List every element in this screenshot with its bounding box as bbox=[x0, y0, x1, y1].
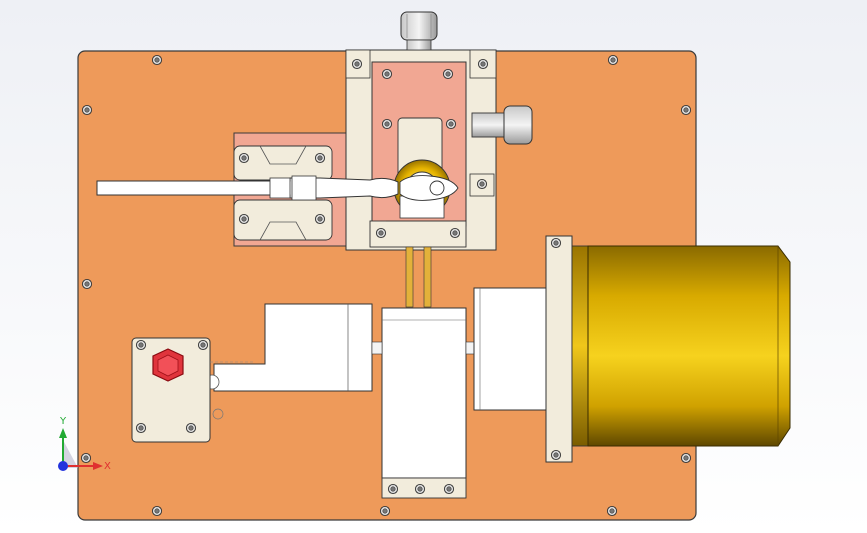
screw-icon bbox=[81, 104, 93, 116]
coupler[interactable] bbox=[473, 287, 549, 411]
clamp-plates[interactable] bbox=[233, 145, 333, 241]
hex-button-icon[interactable] bbox=[152, 348, 184, 382]
screw-icon bbox=[151, 505, 163, 517]
brass-rods bbox=[405, 246, 432, 308]
screw-icon bbox=[379, 505, 391, 517]
axis-x-label: X bbox=[104, 461, 111, 472]
slide-bracket[interactable] bbox=[345, 49, 497, 251]
screw-icon bbox=[680, 452, 692, 464]
knob-icon[interactable] bbox=[400, 11, 438, 51]
screw-icon bbox=[680, 104, 692, 116]
screw-icon bbox=[81, 278, 93, 290]
knob-icon[interactable] bbox=[471, 105, 533, 145]
screw-icon bbox=[80, 452, 92, 464]
lever-arm[interactable] bbox=[96, 175, 459, 201]
center-housing[interactable] bbox=[371, 307, 475, 499]
screw-icon bbox=[607, 54, 619, 66]
axis-y-label: Y bbox=[59, 416, 67, 427]
axis-triad-icon bbox=[58, 428, 103, 471]
button-panel[interactable] bbox=[131, 337, 255, 443]
screw-icon bbox=[151, 54, 163, 66]
motor-body[interactable] bbox=[587, 245, 791, 447]
screw-icon bbox=[606, 505, 618, 517]
